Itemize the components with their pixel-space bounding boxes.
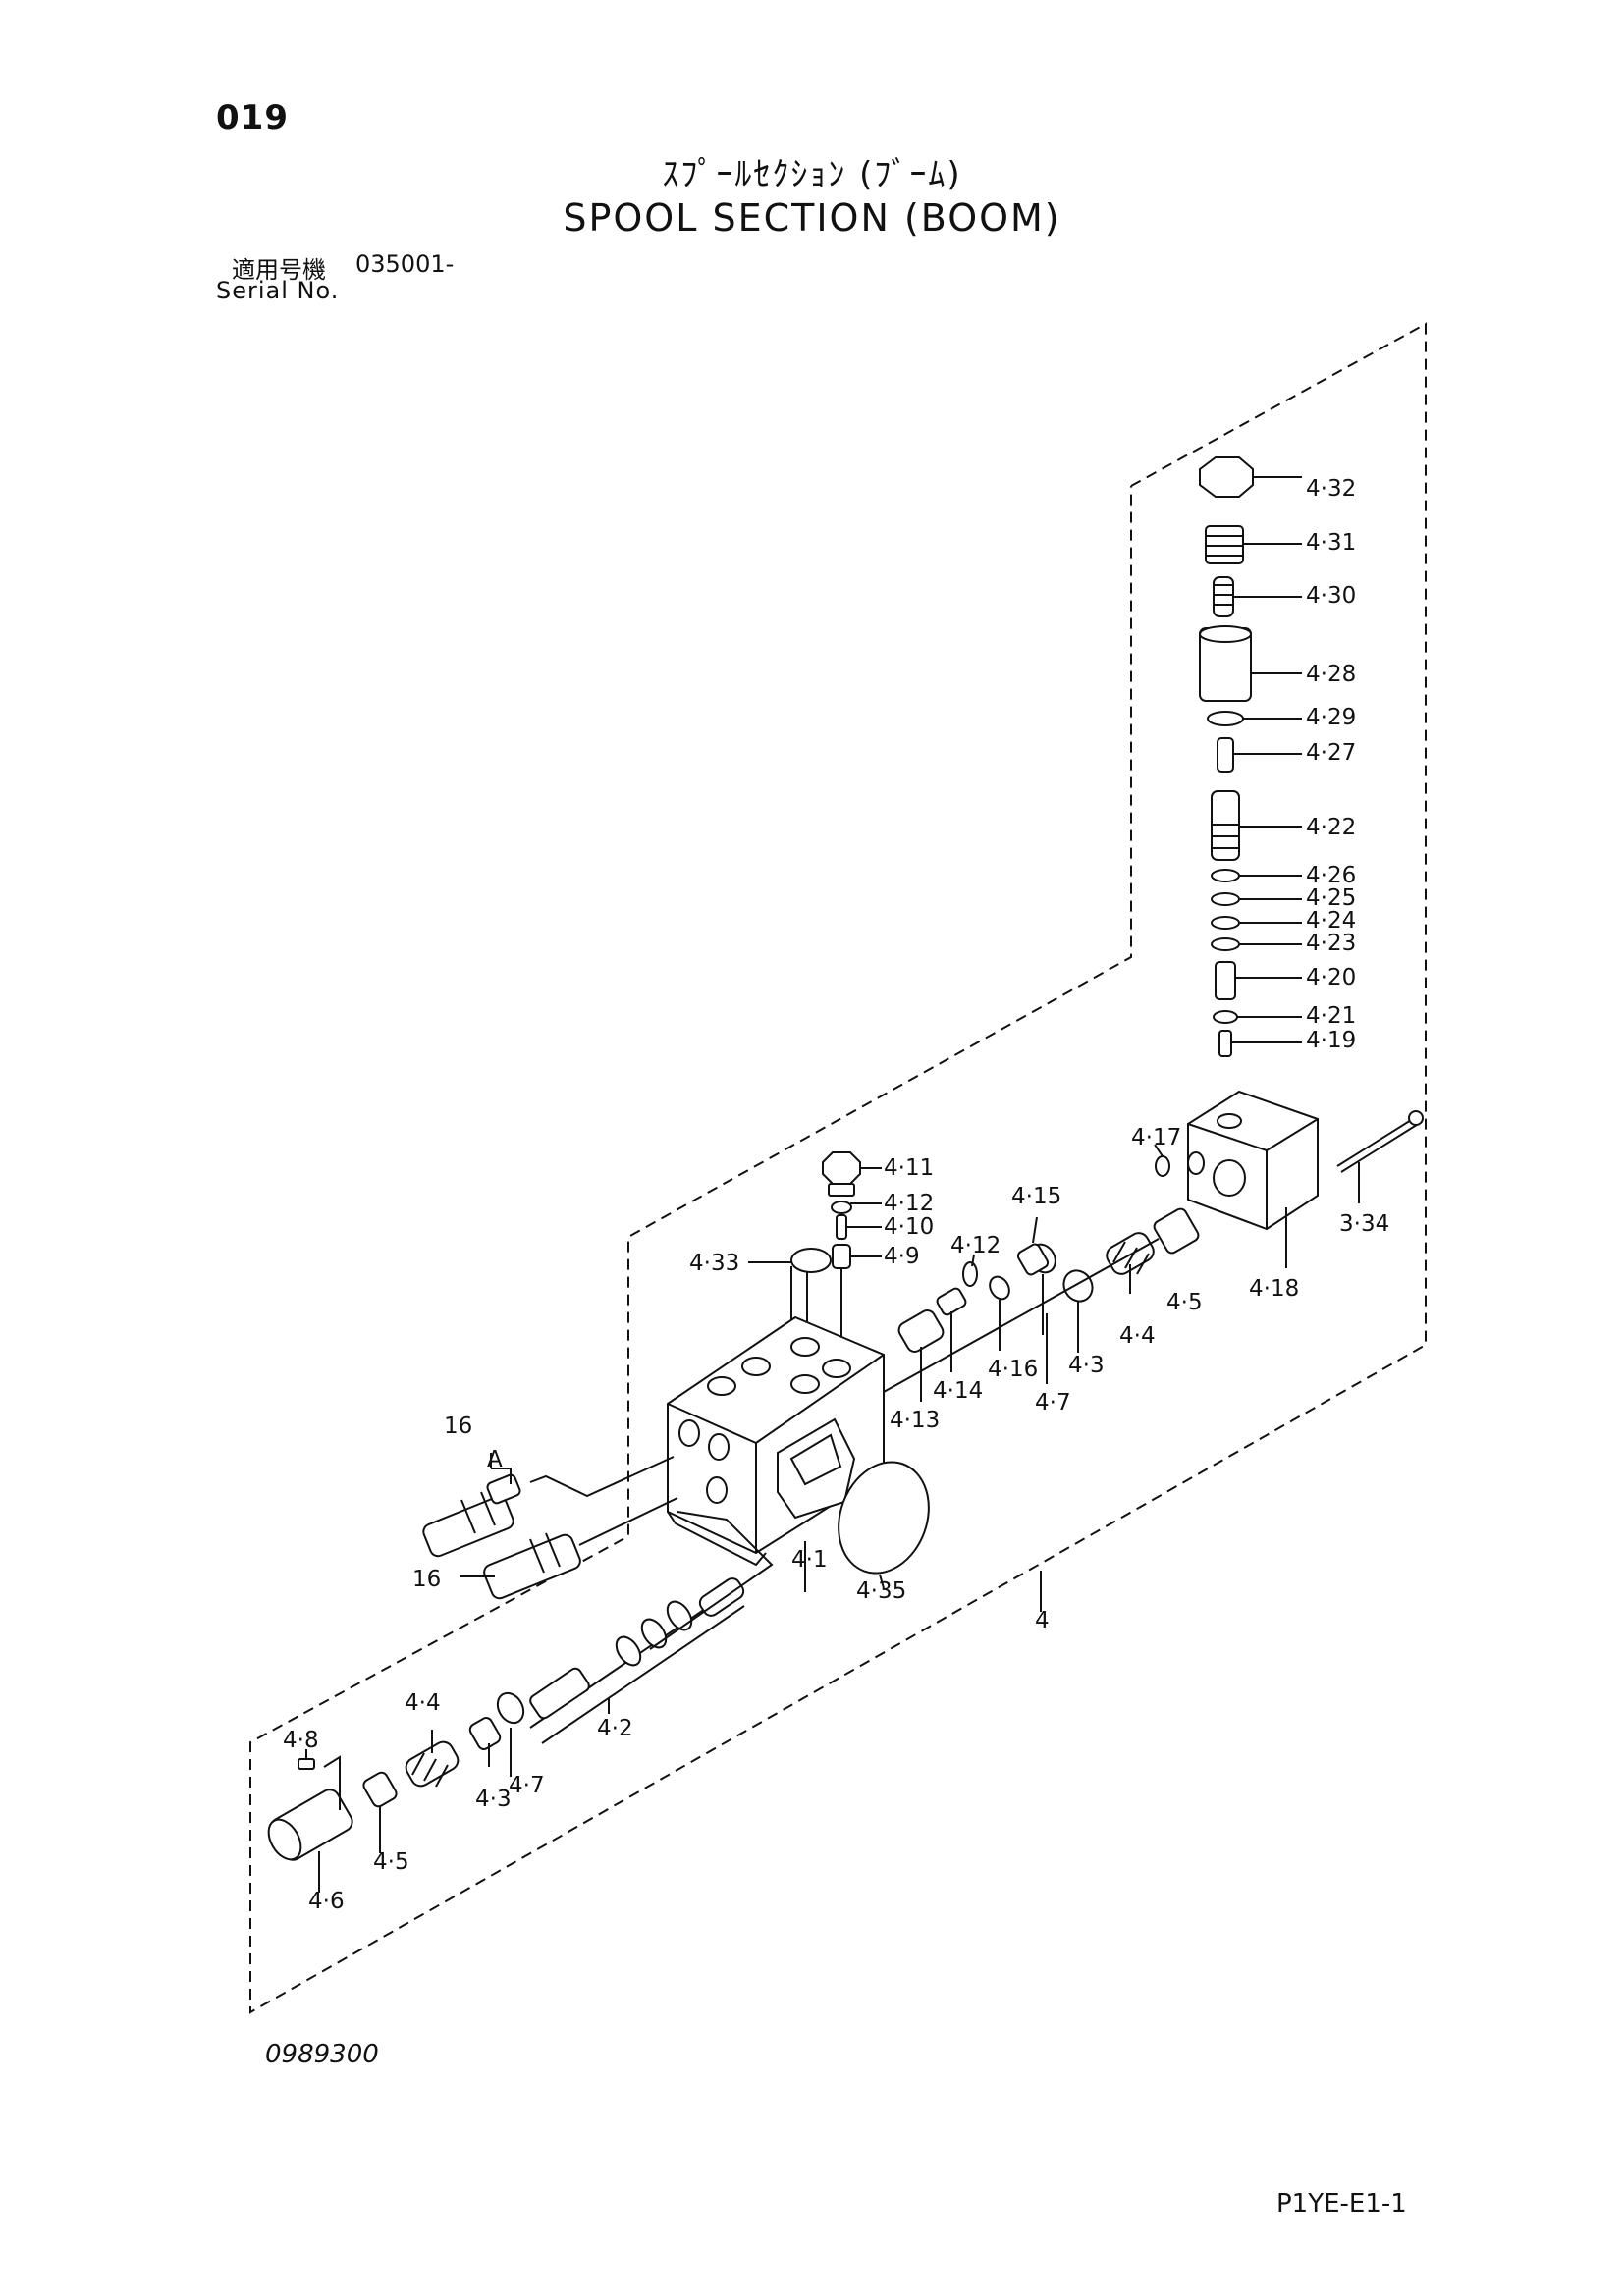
label-4-25: 4·25 (1306, 885, 1356, 911)
label-4-3-left: 4·3 (475, 1787, 512, 1812)
part-4-19-spring (1218, 1030, 1232, 1057)
part-4-20-plunger (1215, 961, 1236, 1000)
label-4-13: 4·13 (890, 1408, 940, 1433)
part-4-21-ring (1213, 1010, 1238, 1024)
label-4-35: 4·35 (856, 1578, 906, 1604)
label-4-18: 4·18 (1249, 1276, 1299, 1302)
top-port-parts (790, 1151, 861, 1357)
label-4-12-top: 4·12 (884, 1191, 934, 1216)
relief-valves-16 (422, 1456, 678, 1600)
part-4-25-ring (1211, 892, 1240, 906)
part-4-30-spring (1213, 576, 1234, 617)
part-4-24-ring (1211, 916, 1240, 930)
label-4-15: 4·15 (1011, 1184, 1061, 1209)
serial-number-value: 035001- (355, 250, 455, 278)
label-4-31: 4·31 (1306, 530, 1356, 556)
label-4-4-left: 4·4 (405, 1690, 441, 1716)
label-4-6: 4·6 (308, 1889, 345, 1914)
page-code: P1YE-E1-1 (1276, 2189, 1407, 2218)
label-4-30: 4·30 (1306, 583, 1356, 609)
label-4-32: 4·32 (1306, 476, 1356, 502)
label-4-7-right: 4·7 (1035, 1390, 1071, 1415)
valve-body-4-1 (667, 1315, 885, 1567)
label-4-12-right: 4·12 (950, 1233, 1001, 1258)
label-4-29: 4·29 (1306, 705, 1356, 730)
label-4-9: 4·9 (884, 1244, 920, 1269)
part-4-17-o-ring (1155, 1155, 1170, 1177)
cover-block-4-18 (1187, 1090, 1319, 1231)
part-4-35-o-ring (838, 1461, 930, 1575)
part-4-27-pin (1217, 737, 1234, 773)
label-4-3-right: 4·3 (1068, 1353, 1105, 1378)
label-16-top: 16 (444, 1414, 472, 1439)
label-4-21: 4·21 (1306, 1003, 1356, 1029)
label-4-5-left: 4·5 (373, 1849, 409, 1875)
label-4-1: 4·1 (791, 1547, 828, 1573)
relief-valve-stack (1199, 456, 1254, 1057)
label-4-10: 4·10 (884, 1214, 934, 1240)
label-a: A (487, 1447, 503, 1472)
assembly-boundary (249, 322, 1427, 2014)
part-4-32-plug (1199, 456, 1254, 498)
serial-label: Serial No. (216, 277, 340, 304)
part-4-33-plug (790, 1248, 832, 1273)
label-4-17: 4·17 (1131, 1125, 1181, 1150)
label-4-20: 4·20 (1306, 965, 1356, 990)
label-4-8: 4·8 (283, 1728, 319, 1753)
label-4-2: 4·2 (597, 1716, 633, 1741)
page-title-japanese: ｽﾌﾟｰﾙｾｸｼｮﾝ (ﾌﾞｰﾑ) (662, 155, 962, 194)
label-4-27: 4·27 (1306, 740, 1356, 766)
label-4-33: 4·33 (689, 1251, 739, 1276)
part-4-12-o-ring (962, 1261, 978, 1287)
label-16-bottom: 16 (412, 1567, 441, 1592)
part-labels: 4·32 4·31 4·30 4·28 4·29 4·27 4·22 4·26 … (283, 476, 1389, 1914)
leader-lines (318, 476, 1360, 1893)
label-4-5-right: 4·5 (1166, 1290, 1203, 1315)
page-number: 019 (216, 98, 289, 137)
label-4-22: 4·22 (1306, 815, 1356, 840)
spool-4-2 (529, 1511, 774, 1744)
part-4-29-o-ring (1207, 711, 1244, 726)
label-3-34: 3·34 (1339, 1211, 1389, 1237)
label-4-24: 4·24 (1306, 908, 1356, 934)
label-4-28: 4·28 (1306, 662, 1356, 687)
label-4-19: 4·19 (1306, 1028, 1356, 1053)
label-4-14: 4·14 (933, 1378, 983, 1404)
label-4-11: 4·11 (884, 1155, 934, 1181)
part-4-23-ring (1211, 937, 1240, 951)
part-3-34-bolt (1336, 1116, 1417, 1167)
page-title: SPOOL SECTION (BOOM) (563, 196, 1061, 240)
label-4-26: 4·26 (1306, 863, 1356, 888)
left-spool-end-parts (267, 1691, 525, 1861)
label-4-7-left: 4·7 (509, 1773, 545, 1798)
drawing-number: 0989300 (265, 2040, 379, 2069)
label-4-16: 4·16 (988, 1357, 1038, 1382)
label-4-4-right: 4·4 (1119, 1323, 1156, 1349)
part-4-26-ring (1211, 869, 1240, 882)
label-4: 4 (1035, 1608, 1050, 1633)
label-4-23: 4·23 (1306, 931, 1356, 956)
right-spool-end-parts (883, 1207, 1200, 1393)
serial-label-japanese: 適用号機 (232, 256, 326, 284)
